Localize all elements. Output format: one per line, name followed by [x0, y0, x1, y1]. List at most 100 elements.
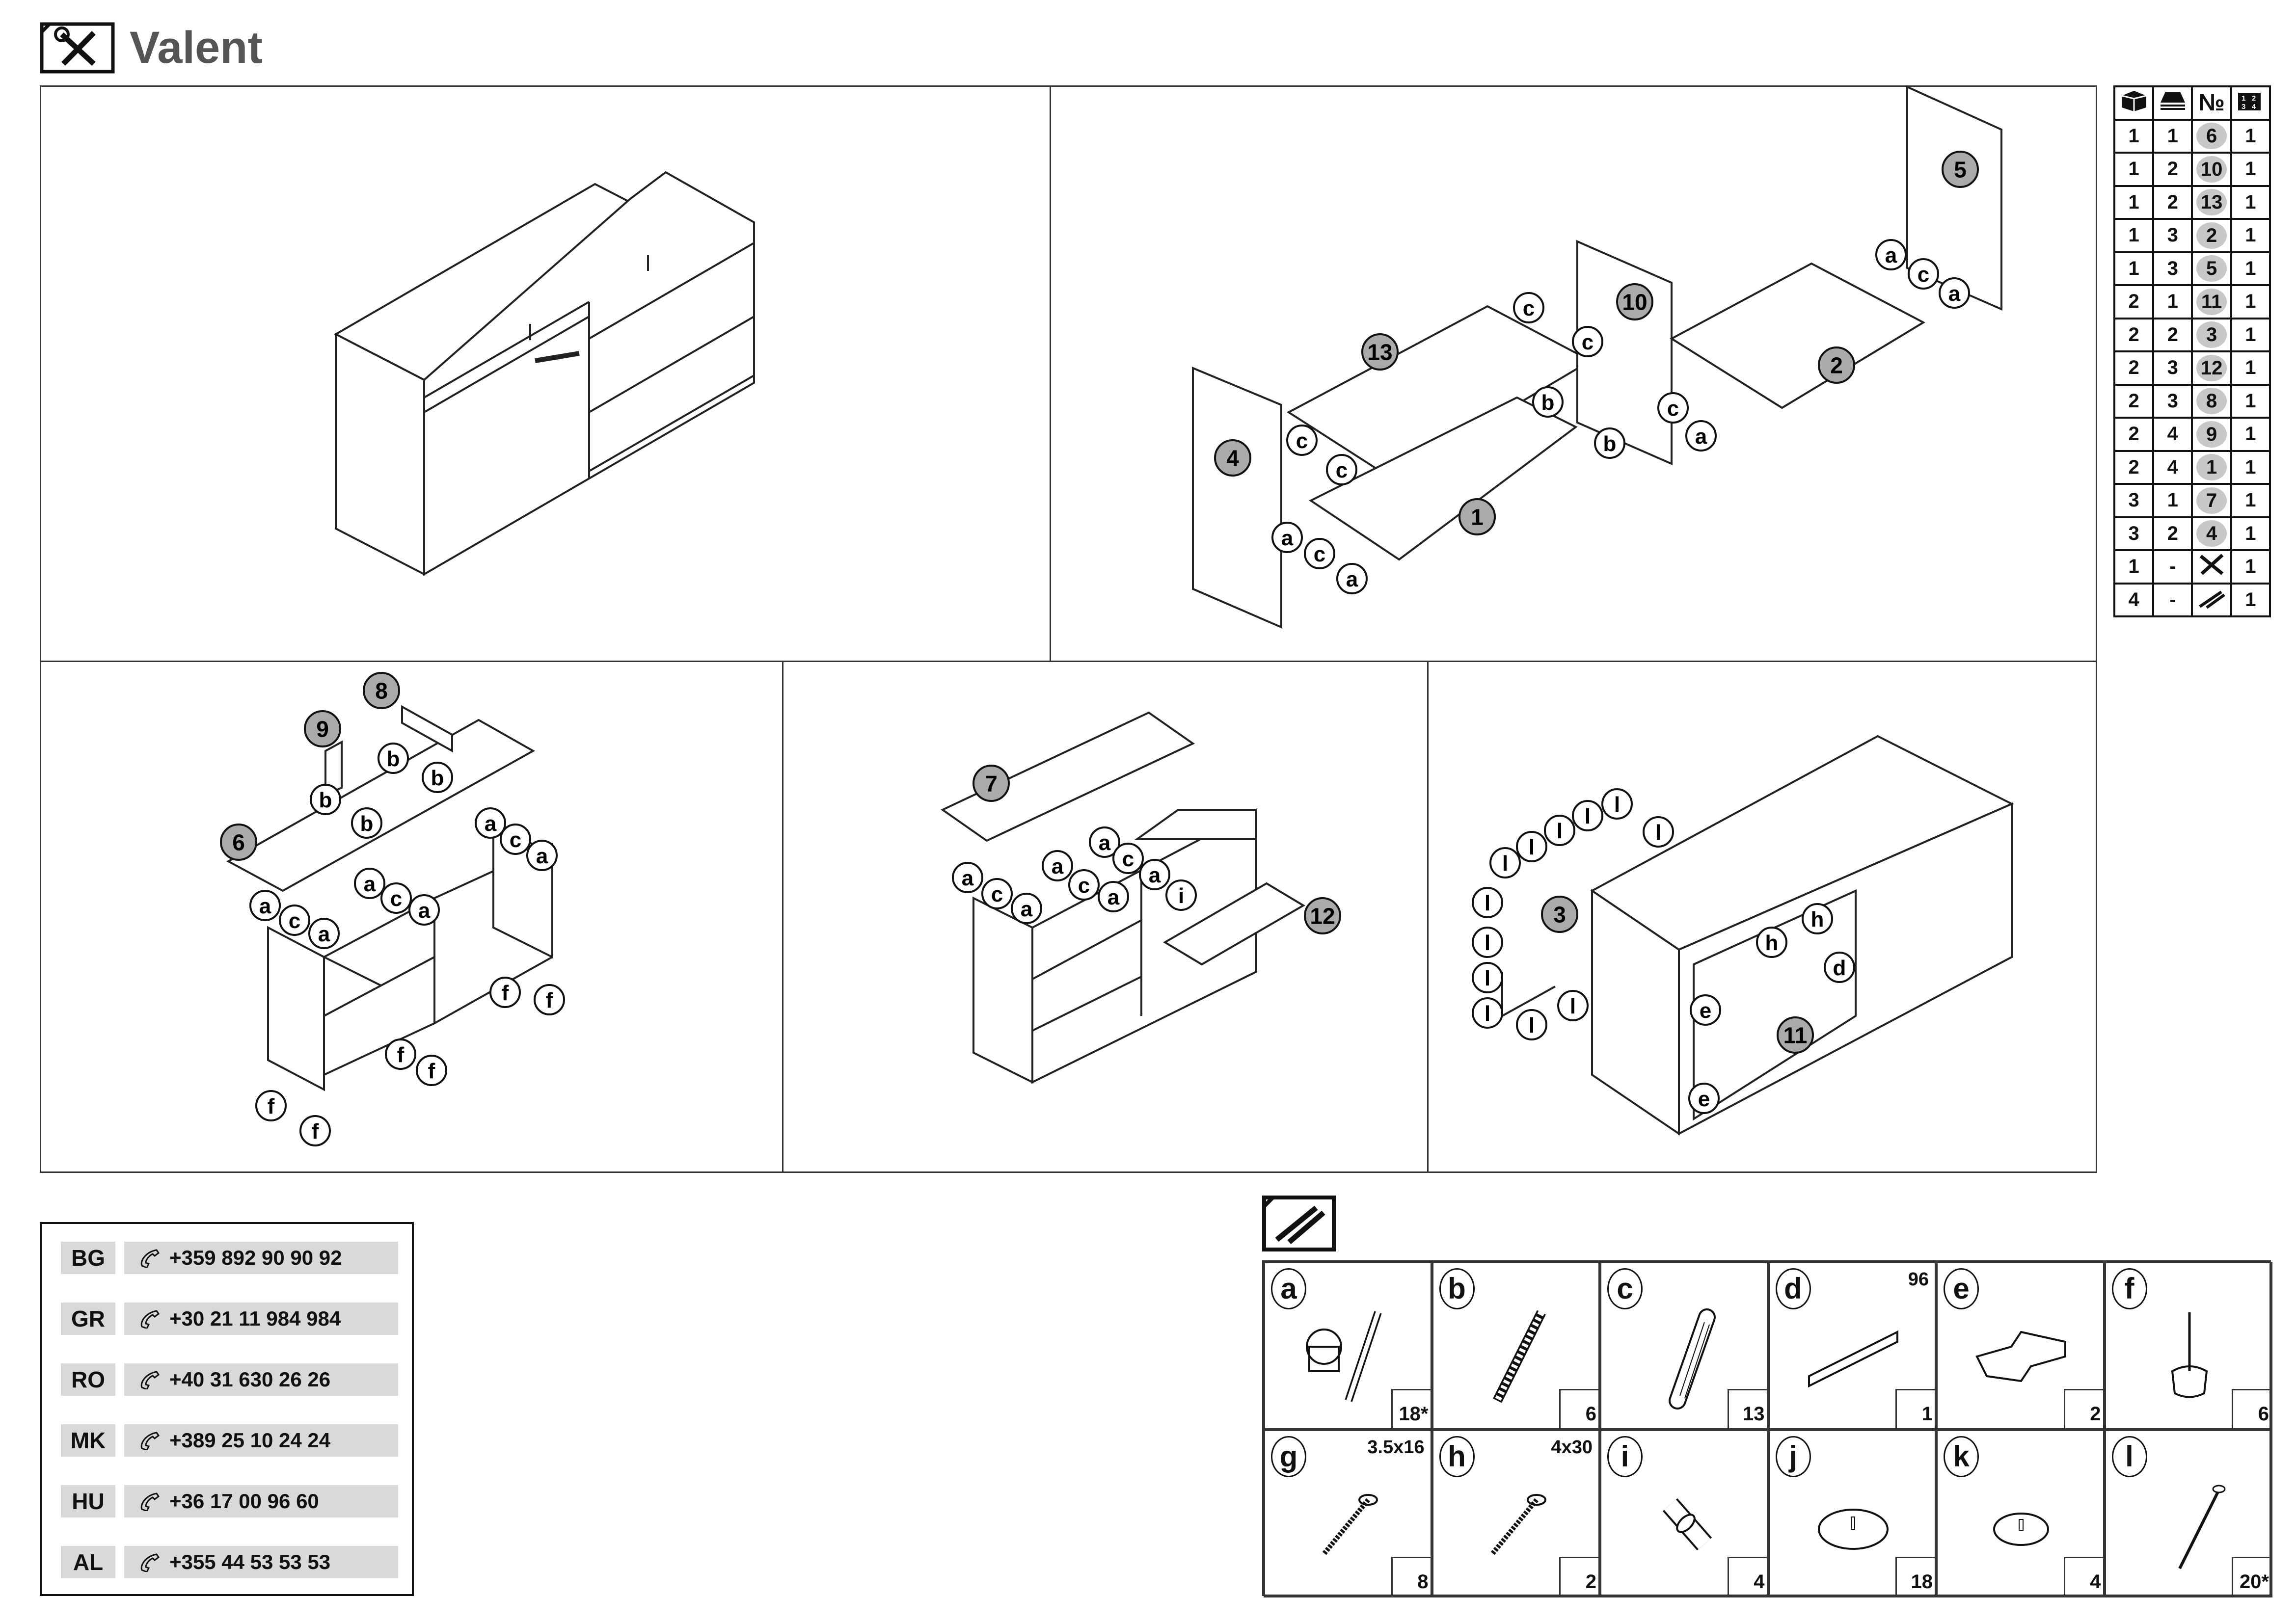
part-callout-label: 9 [316, 717, 329, 742]
quantity: 1 [2230, 152, 2271, 187]
contact-row: GR +30 21 11 984 984 [61, 1303, 398, 1335]
fastener-callout [1326, 454, 1357, 485]
fastener-callout [408, 894, 440, 926]
fastener-callout [526, 840, 558, 871]
fastener-callout-label: a [1107, 885, 1120, 909]
fastener-callout [1544, 815, 1575, 846]
box-number: 3 [2113, 483, 2155, 518]
fastener-callout [1572, 800, 1603, 831]
fastener-callout-label: l [1570, 994, 1576, 1018]
wood-dowel-icon [1669, 1308, 1716, 1410]
fastener-callout-label: b [1541, 391, 1555, 415]
box-number: 2 [2113, 350, 2155, 386]
fastener-callout [1875, 239, 1907, 270]
fastener-callout-label: l [1485, 966, 1490, 990]
quantity: 1 [2230, 383, 2271, 419]
fastener-callout-label: c [1336, 458, 1348, 482]
box-number: 1 [2113, 218, 2155, 253]
shelf-pin-icon [1662, 1498, 1712, 1551]
quantity: 1 [2230, 350, 2271, 386]
fastener-callout [1286, 425, 1318, 456]
hinge-icon [1975, 1330, 2066, 1383]
layer-number: 2 [2152, 317, 2193, 352]
confirmat-screw-icon [1492, 1310, 1546, 1403]
part-number: 5 [2196, 255, 2227, 282]
contact-row: RO+40 31 630 26 26 [61, 1363, 398, 1396]
box-number: 1 [2113, 251, 2155, 286]
fastener-callout [981, 878, 1013, 909]
hardware-letter: j [1775, 1436, 1811, 1477]
part-callout-label: 11 [1783, 1023, 1808, 1048]
fastener-callout [1908, 258, 1939, 290]
fastener-callout [351, 807, 382, 839]
phone-number[interactable]: +355 44 53 53 53 [169, 1550, 331, 1573]
fastener-callout-label: l [1529, 1013, 1535, 1038]
phone-number[interactable]: +36 17 00 96 60 [169, 1490, 319, 1513]
number-sign: № [2191, 85, 2232, 121]
part-callout [220, 824, 257, 861]
layer-number: 3 [2152, 251, 2193, 286]
hardware-quantity: 4 [1727, 1557, 1767, 1596]
fastener-callout-label: c [390, 887, 402, 911]
fastener-callout [1011, 893, 1042, 924]
fastener-callout [1336, 563, 1368, 594]
phone-number[interactable]: +30 21 11 984 984 [169, 1307, 341, 1330]
hardware-quantity: 13 [1727, 1389, 1767, 1428]
fastener-callout-label: l [1557, 819, 1563, 843]
phone-icon [140, 1249, 160, 1268]
fastener-callout-label: c [1078, 874, 1090, 898]
part-number: 6 [2196, 123, 2227, 150]
fastener-callout-label: h [1765, 931, 1779, 955]
svg-text:3: 3 [2242, 103, 2245, 111]
phone-icon [140, 1371, 160, 1389]
fastener-callout-label: a [1281, 526, 1294, 550]
fastener-callout-label: l [1614, 793, 1620, 817]
hardware-quantity: 2 [1559, 1557, 1598, 1596]
hardware-letter: h [1439, 1436, 1475, 1477]
part-number: 13 [2196, 189, 2227, 216]
hardware-letter: k [1944, 1436, 1979, 1477]
fastener-callout-label: c [991, 882, 1003, 906]
part-callout [1616, 283, 1653, 320]
part-number: 7 [2196, 487, 2227, 514]
phone-number[interactable]: +389 25 10 24 24 [169, 1429, 331, 1452]
part-number: 3 [2196, 321, 2227, 348]
hardware-quantity: 1 [1895, 1389, 1935, 1428]
fastener-callout [1472, 962, 1503, 993]
hardware-letter: i [1607, 1436, 1643, 1477]
fastener-callout-label: c [1523, 296, 1535, 320]
fastener-callout [310, 784, 341, 815]
box-number: 2 [2113, 383, 2155, 419]
country-code: GR [61, 1303, 115, 1335]
fastener-callout-label: a [318, 922, 330, 946]
part-callout [1304, 897, 1341, 934]
fastener-callout-label: f [312, 1119, 319, 1144]
phone-number[interactable]: +40 31 630 26 26 [169, 1368, 331, 1391]
fastener-callout [1472, 887, 1503, 918]
contact-row: HU+36 17 00 96 60 [61, 1485, 398, 1517]
box-number: 1 [2113, 549, 2155, 585]
quantity: 1 [2230, 516, 2271, 551]
quantity: 1 [2230, 317, 2271, 352]
fastener-callout-label: f [397, 1043, 405, 1067]
hardware-quantity: 6 [1559, 1389, 1598, 1428]
fastener-callout [1657, 392, 1689, 424]
fastener-callout-label: a [962, 866, 974, 890]
fastener-callout-label: f [428, 1059, 435, 1083]
fastener-callout-label: a [1021, 897, 1033, 921]
part-number: 8 [2196, 388, 2227, 415]
fastener-callout [279, 905, 310, 936]
phone-number[interactable]: +359 892 90 90 92 [169, 1246, 342, 1269]
fastener-callout [475, 807, 506, 839]
fastener-callout [1532, 386, 1564, 418]
